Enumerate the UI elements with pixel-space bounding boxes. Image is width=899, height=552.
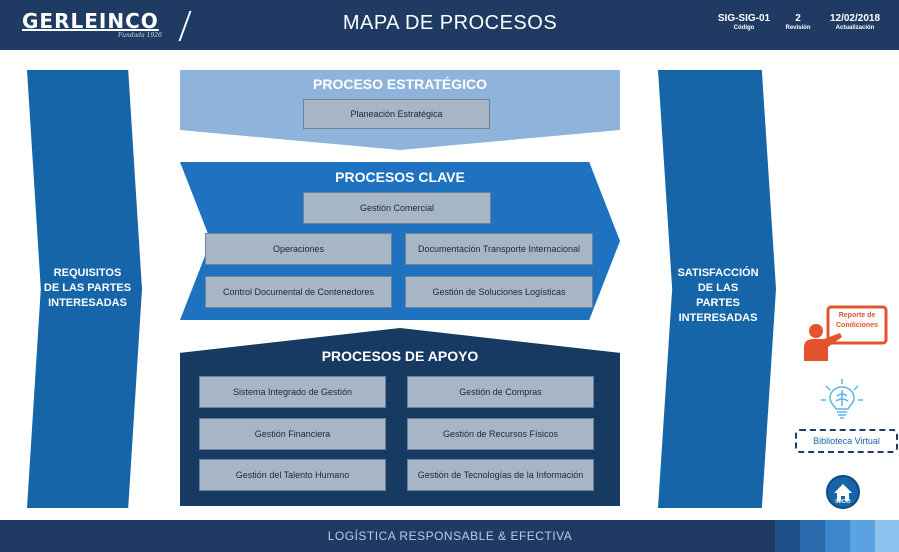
logo-text: GERLEINCO (22, 9, 159, 33)
satisfaccion-chevron (658, 70, 776, 508)
revision-value: 2 (795, 13, 801, 24)
proceso-gestion-comercial[interactable]: Gestión Comercial (303, 192, 491, 224)
proceso-documentacion-transporte[interactable]: Documentación Transporte Internacional (405, 233, 593, 265)
footer-decor-square (850, 520, 875, 552)
footer-decor-square (825, 520, 850, 552)
proceso-talento-humano[interactable]: Gestión del Talento Humano (199, 459, 386, 491)
biblioteca-virtual-button[interactable]: Biblioteca Virtual (795, 429, 898, 453)
lightbulb-brain-icon (820, 378, 864, 422)
logo-subtitle: Fundada 1926 (118, 32, 162, 39)
code-label: Código (733, 25, 755, 31)
proceso-control-documental[interactable]: Control Documental de Contenedores (205, 276, 392, 308)
satisfaccion-line-4: INTERESADAS (678, 312, 758, 324)
header-bar: GERLEINCO Fundada 1926 MAPA DE PROCESOS … (0, 0, 899, 50)
footer-slogan: LOGÍSTICA RESPONSABLE & EFECTIVA (327, 529, 573, 543)
page-title: MAPA DE PROCESOS (342, 12, 558, 34)
proceso-operaciones[interactable]: Operaciones (205, 233, 392, 265)
satisfaccion-label: SATISFACCIÓN DE LAS PARTES INTERESADAS (668, 266, 768, 326)
proceso-recursos-fisicos[interactable]: Gestión de Recursos Físicos (407, 418, 594, 450)
clave-title: PROCESOS CLAVE (335, 169, 465, 185)
revision-label: Revisión (785, 25, 811, 31)
satisfaccion-line-1: SATISFACCIÓN (677, 267, 759, 279)
logo-swoosh-icon (166, 11, 192, 41)
inicio-home-button[interactable]: INICIO (826, 475, 860, 509)
home-icon (834, 484, 852, 501)
satisfaccion-line-2: DE LAS (697, 282, 739, 294)
estrategico-title: PROCESO ESTRATÉGICO (313, 76, 487, 92)
inicio-label: INICIO (835, 499, 851, 505)
date-label: Actualización (835, 25, 875, 31)
proceso-soluciones-logisticas[interactable]: Gestión de Soluciones Logísticas (405, 276, 593, 308)
footer-decor-square (775, 520, 800, 552)
proceso-gestion-financiera[interactable]: Gestión Financiera (199, 418, 386, 450)
footer-bar: LOGÍSTICA RESPONSABLE & EFECTIVA (0, 520, 899, 552)
requisitos-line-1: REQUISITOS (53, 267, 122, 279)
presenter-icon (804, 305, 888, 361)
reporte-condiciones-button[interactable]: Reporte de Condiciones (800, 305, 888, 361)
proceso-sistema-integrado[interactable]: Sistema Integrado de Gestión (199, 376, 386, 408)
footer-decor-square (875, 520, 899, 552)
proceso-gestion-compras[interactable]: Gestión de Compras (407, 376, 594, 408)
date-value: 12/02/2018 (829, 13, 881, 24)
footer-decor-square (800, 520, 825, 552)
reporte-line-1: Reporte de (838, 312, 876, 319)
revision-field: 2 Revisión (780, 13, 816, 31)
reporte-line-2: Condiciones (835, 322, 878, 329)
apoyo-title: PROCESOS DE APOYO (321, 348, 479, 364)
requisitos-chevron (27, 70, 142, 508)
code-field: SIG-SIG-01 Código (715, 13, 773, 31)
company-logo[interactable]: GERLEINCO Fundada 1926 (22, 9, 192, 43)
requisitos-line-3: INTERESADAS (48, 297, 127, 309)
date-field: 12/02/2018 Actualización (822, 13, 888, 31)
requisitos-label: REQUISITOS DE LAS PARTES INTERESADAS (40, 266, 135, 311)
proceso-planeacion-estrategica[interactable]: Planeación Estratégica (303, 99, 490, 129)
requisitos-line-2: DE LAS PARTES (43, 282, 132, 294)
code-value: SIG-SIG-01 (717, 13, 771, 24)
satisfaccion-line-3: PARTES (696, 297, 740, 309)
proceso-tecnologias-informacion[interactable]: Gestión de Tecnologías de la Información (407, 459, 594, 491)
